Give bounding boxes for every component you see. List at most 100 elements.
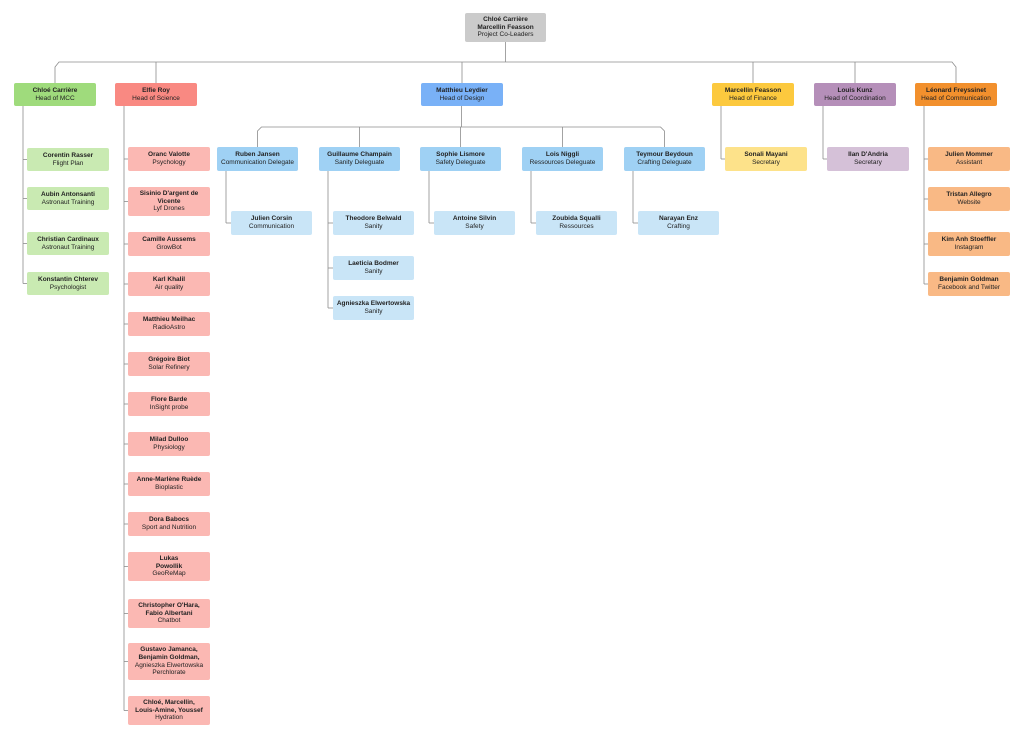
person-role: Head of MCC [35,94,75,102]
person-role: Sport and Nutrition [141,524,197,531]
person-name: Chloé Carrière Marcellin Feasson [477,15,534,31]
person-role: Safety Deleguate [435,159,486,166]
person-role: Crafting Deleguate [637,159,692,166]
design-bus [257,126,665,147]
person-role: Communication Delegate [221,159,294,166]
person-name: Teymour Beydoun [636,151,693,159]
science-member-gustavo-jamanca: Gustavo Jamanca, Benjamin Goldman,Agnies… [128,643,210,680]
person-name: Chloé, Marcellin, Louis-Amine, Youssef [135,698,203,714]
person-role: Ressources Deleguate [529,159,596,166]
person-name: Julien Mommer [945,151,993,159]
person-role: Head of Finance [729,94,777,102]
person-name: Dora Babocs [148,516,190,524]
person-role: Secretary [752,159,780,166]
person-role: Solar Refinery [148,364,190,371]
person-role: Secretary [854,159,882,166]
person-role: Hydration [155,714,183,722]
person-role: Website [957,199,981,206]
person-role: Air quality [154,284,184,291]
person-name: Benjamin Goldman [939,276,999,284]
person-role: Sanity Deleguate [334,159,385,166]
person-name: Milad Dulloo [149,436,189,444]
person-name: Christian Cardinaux [37,235,99,243]
person-name: Narayan Enz [658,215,699,223]
person-role: Crafting [667,223,690,230]
person-name: Louis Kunz [837,86,873,94]
person-name: Agnieszka Elwertowska [336,300,411,308]
person-name: Kim Anh Stoeffler [941,236,997,244]
person-name: Flore Barde [150,396,188,404]
person-name: Antoine Silvin [452,215,497,223]
person-name: Guillaume Champain [327,151,392,159]
person-name: Konstantin Chterev [38,275,98,283]
person-role: Psychologist [49,283,87,291]
person-name: Chloé Carrière [32,86,78,94]
person-role: GeoReMap [152,570,186,578]
person-name: Karl Khalil [152,276,186,284]
person-role: Flight Plan [52,159,84,167]
person-name: Oranc Valotte [148,151,190,159]
person-role: Ressources [559,223,594,230]
person-role: Bioplastic [155,484,183,491]
person-name: Aubin Antonsanti [41,190,95,198]
person-name: Zoubida Squalli [552,215,601,223]
person-role: Safety [465,223,484,230]
person-role: Sanity [364,308,383,315]
person-name: Tristan Allegro [946,191,992,199]
person-name: Lois Niggli [545,151,580,159]
person-role: Communication [248,223,295,230]
person-name: Elfie Roy [142,86,170,94]
person-name: Grégoire Biot [148,356,190,364]
person-role: Sanity [364,223,383,230]
person-name: Matthieu Leydier [436,86,488,94]
person-name: Lukas Powollik [155,554,183,570]
person-role: Agnieszka Elwertowska Perchlorate [134,661,204,677]
person-role: Project Co-Leaders [477,31,534,39]
person-name: Julien Corsin [250,215,293,223]
person-role: Lyf Drones [153,205,185,213]
person-name: Sophie Lismore [436,151,485,159]
person-name: Gustavo Jamanca, Benjamin Goldman, [138,645,200,661]
person-role: Head of Design [439,94,485,102]
person-role: Physiology [153,444,185,451]
person-role: Facebook and Twitter [937,284,1001,291]
person-name: Camille Aussems [142,236,196,244]
person-name: Matthieu Meilhac [142,316,196,324]
heads-bus [54,61,957,83]
person-role: Head of Communication [921,94,991,102]
person-role: Head of Science [132,94,180,102]
person-role: RadioAstro [152,324,186,331]
person-role: Assistant [955,159,983,166]
person-role: Psychology [152,159,186,166]
